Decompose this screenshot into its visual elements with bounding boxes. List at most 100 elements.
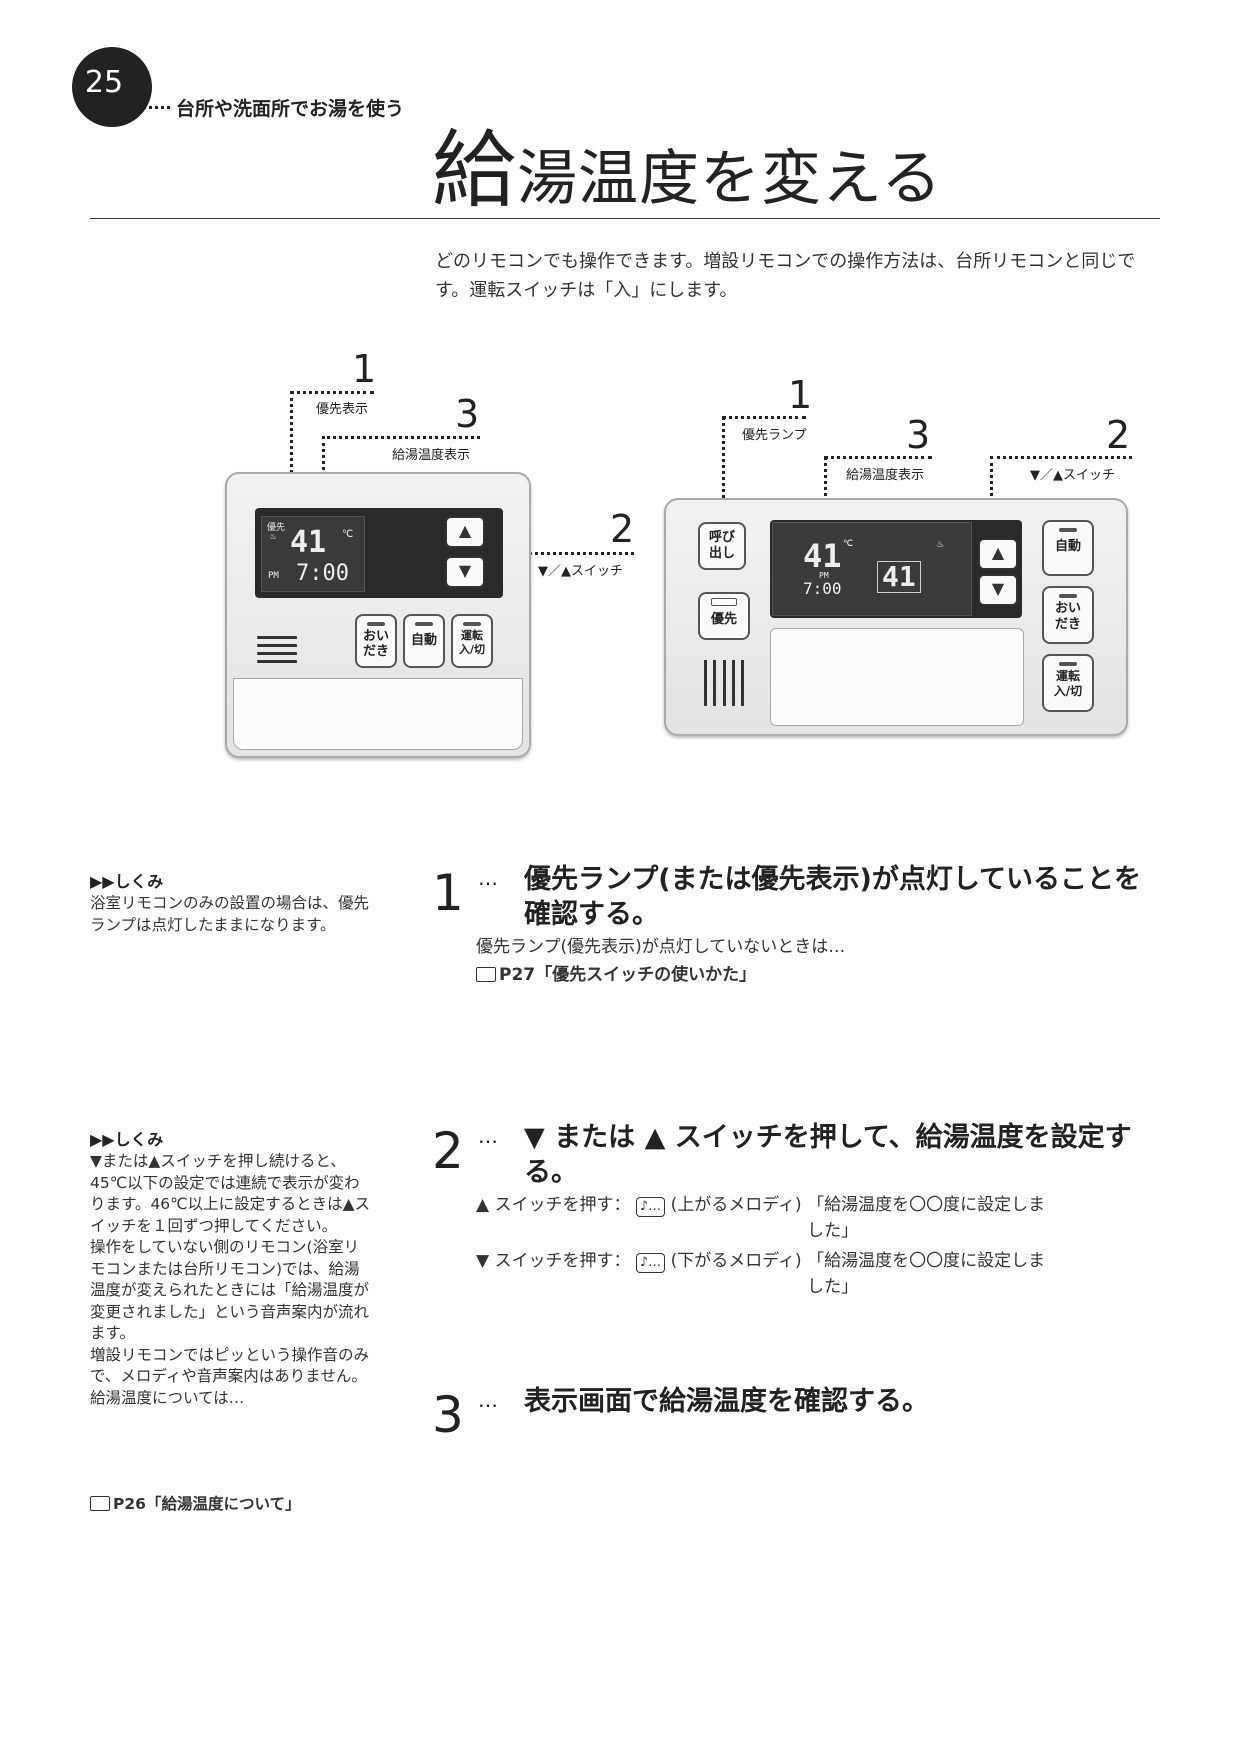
auto-button[interactable]: 自動	[403, 614, 445, 668]
note-2-ref-page: P26	[113, 1495, 146, 1513]
auto-lamp	[415, 622, 433, 626]
oidaki-button-label: おいだき	[362, 629, 389, 659]
lcd-priority-indicator: 優先	[267, 523, 286, 533]
callout-3-leader-h	[322, 436, 480, 439]
power-button[interactable]: 運転入/切	[451, 614, 493, 668]
callout-2-number: 2	[610, 507, 635, 551]
step-2-line-up: ▲ スイッチを押す： ♪… (上がるメロディ) 「給湯温度を〇〇度に設定しました…	[476, 1192, 1166, 1244]
section-title: 台所や洗面所でお湯を使う	[176, 98, 405, 120]
kitchen-remote-cover	[770, 628, 1024, 726]
step-2-line-down: ▼ スイッチを押す： ♪… (下がるメロディ) 「給湯温度を〇〇度に設定しました…	[476, 1248, 1166, 1300]
step-2-number: 2	[432, 1122, 464, 1180]
note-2-reference[interactable]: P26「給湯温度について」	[90, 1494, 374, 1516]
callout-3-number: 3	[455, 392, 480, 436]
callout-2-leader-h	[990, 456, 1132, 459]
priority-lamp	[711, 598, 737, 606]
step-2-dots: …	[478, 1124, 498, 1148]
power-lamp	[1059, 662, 1077, 666]
page-number: 25	[84, 65, 124, 100]
step-1-body: 優先ランプ(優先表示)が点灯していないときは…	[476, 937, 846, 957]
temp-up-button[interactable]: ▲	[445, 516, 485, 548]
callout-2-label: ▼／▲スイッチ	[538, 564, 623, 579]
lcd-time: 7:00	[803, 579, 842, 598]
step-2-up-prefix: ▲ スイッチを押す：	[476, 1195, 631, 1215]
step-2-heading: ▼ または ▲ スイッチを押して、給湯温度を設定する。	[524, 1122, 1132, 1188]
callout-1-leader-h	[290, 391, 374, 394]
callout-3-number: 3	[906, 413, 931, 457]
step-1-ref-title: 「優先スイッチの使いかた」	[535, 965, 757, 985]
call-button-label: 呼び出し	[708, 530, 735, 561]
power-button[interactable]: 運転入/切	[1042, 654, 1094, 712]
callout-1-label: 優先表示	[316, 402, 369, 417]
temp-up-button[interactable]: ▲	[978, 538, 1018, 570]
note-2-body: ▼または▲スイッチを押し続けると、45℃以下の設定では連続で表示が変わります。4…	[90, 1152, 371, 1407]
lcd-temp-unit: ℃	[843, 539, 854, 549]
bath-remote-lcd-screen: 優先 ♨ 41 ℃ PM 7:00	[261, 516, 365, 592]
oidaki-button-label: おいだき	[1054, 601, 1081, 632]
callout-2-leader-v	[990, 456, 993, 538]
power-button-label: 運転入/切	[1053, 669, 1083, 698]
speaker-grille-icon	[257, 636, 297, 668]
callout-3-label: 給湯温度表示	[846, 468, 925, 483]
step-1-reference[interactable]: P27「優先スイッチの使いかた」	[476, 962, 756, 988]
priority-button-label: 優先	[710, 612, 737, 627]
oidaki-button[interactable]: おいだき	[1042, 586, 1094, 644]
kitchen-remote-lcd-panel: 41 ℃ PM 7:00 ♨ 41 ▲ ▼	[770, 520, 1022, 618]
kitchen-remote-lcd-screen: 41 ℃ PM 7:00 ♨ 41	[772, 522, 972, 616]
lcd-time: 7:00	[296, 561, 349, 586]
auto-button[interactable]: 自動	[1042, 520, 1094, 576]
bath-remote-lcd-panel: 優先 ♨ 41 ℃ PM 7:00 ▲ ▼	[255, 508, 503, 598]
lcd-pm: PM	[268, 571, 279, 581]
book-icon	[476, 967, 496, 982]
lcd-temperature: 41	[290, 525, 327, 560]
page-title-first-char: 給	[432, 121, 518, 219]
note-2-heading: ▶▶しくみ	[90, 1130, 164, 1149]
kitchen-remote: 呼び出し 優先 41 ℃ PM 7:00 ♨ 41 ▲ ▼ 自動 おいだき 運転…	[664, 498, 1128, 736]
callout-3-label: 給湯温度表示	[392, 448, 471, 463]
temp-down-button[interactable]: ▼	[445, 556, 485, 588]
auto-button-label: 自動	[410, 633, 437, 648]
intro-text: どのリモコンでも操作できます。増設リモコンでの操作方法は、台所リモコンと同じです…	[435, 251, 1136, 301]
auto-lamp	[1059, 528, 1077, 532]
melody-icon: ♪…	[635, 1197, 666, 1217]
lcd-bath-temperature: 41	[877, 561, 921, 593]
note-1-body: 浴室リモコンのみの設置の場合は、優先ランプは点灯したままになります。	[90, 894, 370, 934]
step-2-down-message: 「給湯温度を〇〇度に設定しました」	[807, 1251, 1046, 1297]
callout-2-label: ▼／▲スイッチ	[1030, 468, 1115, 483]
oidaki-button[interactable]: おいだき	[355, 614, 397, 668]
book-icon	[90, 1496, 110, 1511]
bath-remote-cover	[233, 678, 523, 750]
callout-1-number: 1	[352, 347, 377, 391]
flame-icon: ♨	[270, 531, 277, 542]
step-1-dots: …	[478, 866, 498, 890]
temp-down-button[interactable]: ▼	[978, 574, 1018, 606]
step-3-dots: …	[478, 1388, 498, 1412]
callout-1-number: 1	[788, 373, 813, 417]
melody-icon: ♪…	[635, 1253, 666, 1273]
lcd-pm: PM	[819, 571, 829, 580]
step-3-heading: 表示画面で給湯温度を確認する。	[524, 1386, 929, 1417]
step-1-number: 1	[432, 864, 464, 922]
page-title: 給湯温度を変える	[432, 128, 942, 212]
callout-2-number: 2	[1106, 413, 1131, 457]
bath-remote: 優先 ♨ 41 ℃ PM 7:00 ▲ ▼ おいだき 自動 運転入/切	[225, 472, 531, 758]
auto-button-label: 自動	[1054, 539, 1081, 554]
callout-3-leader-h	[824, 456, 932, 459]
priority-button[interactable]: 優先	[698, 592, 750, 640]
note-2-ref-title: 「給湯温度について」	[145, 1495, 301, 1513]
step-1-ref-page: P27	[499, 965, 536, 985]
lcd-temperature: 41	[803, 537, 842, 575]
callout-1-leader-v	[290, 391, 293, 528]
power-button-label: 運転入/切	[458, 629, 486, 656]
page-title-rest: 湯温度を変える	[517, 144, 943, 214]
lcd-temp-unit: ℃	[342, 529, 354, 540]
step-2-up-message: 「給湯温度を〇〇度に設定しました」	[807, 1195, 1046, 1241]
callout-1-label: 優先ランプ	[742, 428, 807, 443]
step-2-down-melody-desc: (下がるメロディ)	[670, 1251, 802, 1271]
step-2-up-melody-desc: (上がるメロディ)	[670, 1195, 802, 1215]
page-number-badge: 25	[72, 47, 152, 127]
call-button[interactable]: 呼び出し	[698, 522, 746, 570]
flame-icon: ♨	[937, 537, 944, 550]
title-divider	[90, 218, 1160, 219]
callout-1-leader-h	[722, 416, 806, 419]
